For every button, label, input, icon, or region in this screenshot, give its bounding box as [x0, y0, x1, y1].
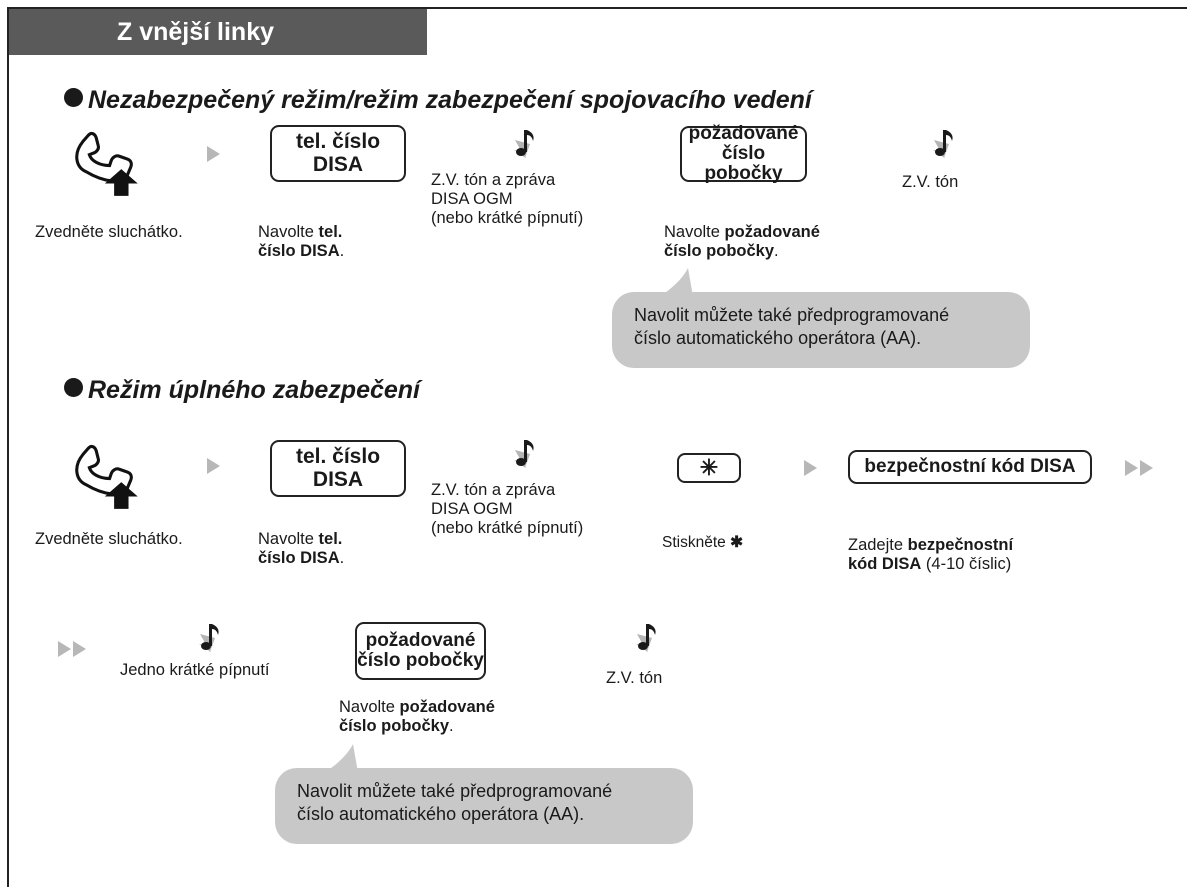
short-beep-caption: Jedno krátké pípnutí — [120, 661, 270, 679]
dial-tone-caption: Z.V. tón — [902, 173, 959, 191]
enter-code-bold2: kód DISA — [848, 554, 922, 573]
dial-disa-caption-bold2: číslo DISA — [258, 241, 340, 260]
disa-number-key: tel. číslo DISA — [270, 125, 406, 182]
disa-number-key-line2: DISA — [312, 152, 364, 176]
tone-message-line1: Z.V. tón a zpráva — [431, 481, 556, 499]
dial-extension-bold2: číslo pobočky — [339, 716, 450, 735]
extension-key-line2: číslo pobočky — [357, 650, 484, 671]
continue-double-arrow-icon — [73, 641, 86, 657]
star-key: ✳ — [677, 453, 741, 483]
tone-message-line2: DISA OGM — [431, 189, 513, 208]
bullet-icon — [64, 88, 83, 107]
disa-number-key-line2: DISA — [312, 467, 364, 491]
star-symbol: ✱ — [730, 534, 744, 551]
tone-note-icon — [199, 624, 219, 652]
dial-disa-caption-prefix: Navolte — [258, 530, 319, 548]
continue-double-arrow-icon — [1140, 460, 1153, 476]
tone-note-icon — [514, 130, 534, 158]
security-code-key-label: bezpečnostní kód DISA — [864, 456, 1076, 478]
bubble-line2: číslo automatického operátora (AA). — [634, 327, 922, 348]
continue-double-arrow-icon — [58, 641, 71, 657]
dial-extension-bold1: požadované — [399, 698, 495, 716]
tone-message-line3: (nebo krátké pípnutí) — [431, 518, 584, 537]
star-key-symbol: ✳ — [699, 455, 719, 481]
lift-handset-caption: Zvedněte sluchátko. — [35, 530, 183, 548]
section-title-text: Nezabezpečený režim/režim zabezpečení sp… — [88, 86, 812, 114]
dial-extension-caption: Navolte požadované číslo pobočky. — [339, 698, 495, 736]
section-title-unsecured: Nezabezpečený režim/režim zabezpečení sp… — [64, 86, 812, 115]
aa-speech-bubble: Navolit můžete také předprogramované čís… — [275, 768, 693, 844]
section-title-full-security: Režim úplného zabezpečení — [64, 376, 420, 405]
disa-number-key-line1: tel. číslo — [295, 130, 381, 154]
tone-message-caption: Z.V. tón a zpráva DISA OGM (nebo krátké … — [431, 171, 583, 228]
disa-number-key-line1: tel. číslo — [295, 445, 381, 469]
extension-key-line2: číslo pobočky — [704, 143, 783, 184]
dial-disa-caption-suffix: . — [339, 241, 345, 260]
lift-handset-caption: Zvedněte sluchátko. — [35, 223, 183, 241]
tone-note-icon — [514, 440, 534, 468]
extension-key-line1: požadované — [365, 630, 476, 652]
dial-disa-caption-prefix: Navolte — [258, 223, 319, 241]
bullet-icon — [64, 378, 83, 397]
tone-message-line3: (nebo krátké pípnutí) — [431, 208, 584, 227]
tone-message-line1: Z.V. tón a zpráva — [431, 171, 556, 189]
dial-extension-bold1: požadované — [724, 223, 820, 241]
bubble-line1: Navolit můžete také předprogramované — [634, 305, 950, 325]
tone-message-line2: DISA OGM — [431, 499, 513, 518]
tone-note-icon — [933, 130, 953, 158]
enter-code-caption: Zadejte bezpečnostní kód DISA (4-10 čísl… — [848, 536, 1013, 574]
page-frame — [7, 7, 1187, 887]
dial-extension-suffix: . — [449, 716, 454, 735]
continue-double-arrow-icon — [1125, 460, 1138, 476]
section-title-text: Režim úplného zabezpečení — [88, 376, 421, 404]
dial-extension-bold2: číslo pobočky — [664, 241, 775, 260]
bubble-line1: Navolit můžete také předprogramované — [297, 781, 613, 801]
dial-disa-caption: Navolte tel. číslo DISA. — [258, 530, 344, 568]
dial-extension-prefix: Navolte — [664, 223, 725, 241]
dial-disa-caption: Navolte tel. číslo DISA. — [258, 223, 344, 261]
dial-disa-caption-bold1: tel. — [318, 530, 343, 548]
tone-note-icon — [636, 624, 656, 652]
disa-number-key: tel. číslo DISA — [270, 440, 406, 497]
press-star-caption: Stiskněte ✱ — [662, 534, 743, 552]
extension-number-key: požadované číslo pobočky — [355, 622, 486, 680]
dial-tone-caption: Z.V. tón — [606, 669, 663, 687]
extension-key-line1: požadované — [688, 123, 799, 145]
disa-security-code-key: bezpečnostní kód DISA — [848, 450, 1092, 484]
bubble-line2: číslo automatického operátora (AA). — [297, 803, 585, 824]
enter-code-bold1: bezpečnostní — [907, 536, 1014, 554]
handset-off-hook-icon — [70, 441, 140, 511]
handset-off-hook-icon — [70, 128, 140, 198]
dial-disa-caption-bold2: číslo DISA — [258, 548, 340, 567]
dial-disa-caption-bold1: tel. — [318, 223, 343, 241]
dial-extension-prefix: Navolte — [339, 698, 400, 716]
dial-extension-suffix: . — [774, 241, 779, 260]
press-star-text: Stiskněte — [662, 534, 731, 551]
header-tab — [9, 9, 427, 55]
tone-message-caption: Z.V. tón a zpráva DISA OGM (nebo krátké … — [431, 481, 583, 538]
enter-code-suffix: (4-10 číslic) — [921, 554, 1012, 573]
step-arrow-icon — [804, 460, 817, 476]
aa-speech-bubble: Navolit můžete také předprogramované čís… — [612, 292, 1030, 368]
page-title: Z vnější linky — [117, 18, 275, 46]
dial-disa-caption-suffix: . — [339, 548, 345, 567]
step-arrow-icon — [207, 458, 220, 474]
dial-extension-caption: Navolte požadované číslo pobočky. — [664, 223, 820, 261]
extension-number-key: požadované číslo pobočky — [680, 123, 807, 184]
step-arrow-icon — [207, 146, 220, 162]
enter-code-prefix: Zadejte — [848, 536, 908, 554]
